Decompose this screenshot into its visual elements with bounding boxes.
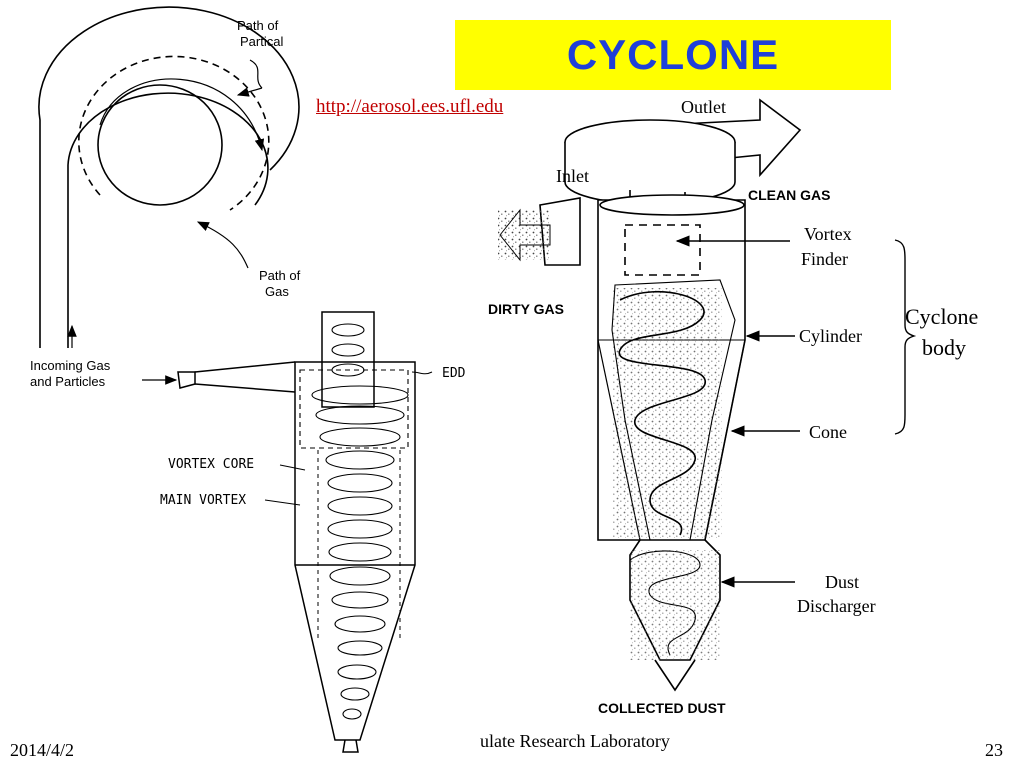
page-number: 23 — [985, 740, 1003, 760]
slide-title: CYCLONE — [566, 31, 780, 78]
inlet-label: Inlet — [556, 166, 589, 186]
title-banner: CYCLONE — [455, 20, 891, 90]
cutaway-callout-arrows — [675, 235, 917, 588]
dust-discharger-label-line2: Discharger — [797, 596, 876, 616]
vortex-core-label: VORTEX CORE — [168, 457, 254, 472]
source-link[interactable]: http://aerosol.ees.ufl.edu — [316, 96, 504, 117]
vortex-finder-label-line1: Vortex — [804, 224, 852, 244]
path-particle-label-line2: Partical — [240, 34, 283, 49]
footer-lab-name: ulate Research Laboratory — [480, 731, 670, 751]
incoming-label-line2: and Particles — [30, 374, 106, 389]
dust-discharger-label-line1: Dust — [825, 572, 859, 592]
vortex-finder-label-line2: Finder — [801, 249, 848, 269]
path-particle-label-line1: Path of — [237, 18, 279, 33]
footer-date: 2014/4/2 — [10, 740, 75, 760]
path-gas-label-line1: Path of — [259, 268, 301, 283]
plan-view-diagram — [38, 6, 300, 348]
main-vortex-label: MAIN VORTEX — [160, 493, 246, 508]
dirty-gas-label: DIRTY GAS — [488, 301, 564, 317]
clean-gas-label: CLEAN GAS — [748, 187, 830, 203]
incoming-label-line1: Incoming Gas — [30, 358, 111, 373]
cone-label: Cone — [809, 422, 847, 442]
cutaway-diagram — [498, 98, 802, 692]
cyclone-body-label-line2: body — [922, 335, 966, 360]
collected-dust-label: COLLECTED DUST — [598, 700, 726, 716]
cyclone-body-label-line1: Cyclone — [905, 304, 978, 329]
side-view-diagram — [142, 311, 433, 753]
cylinder-label: Cylinder — [799, 326, 862, 346]
outlet-label: Outlet — [681, 97, 726, 117]
edd-label: EDD — [442, 366, 466, 381]
path-gas-label-line2: Gas — [265, 284, 289, 299]
